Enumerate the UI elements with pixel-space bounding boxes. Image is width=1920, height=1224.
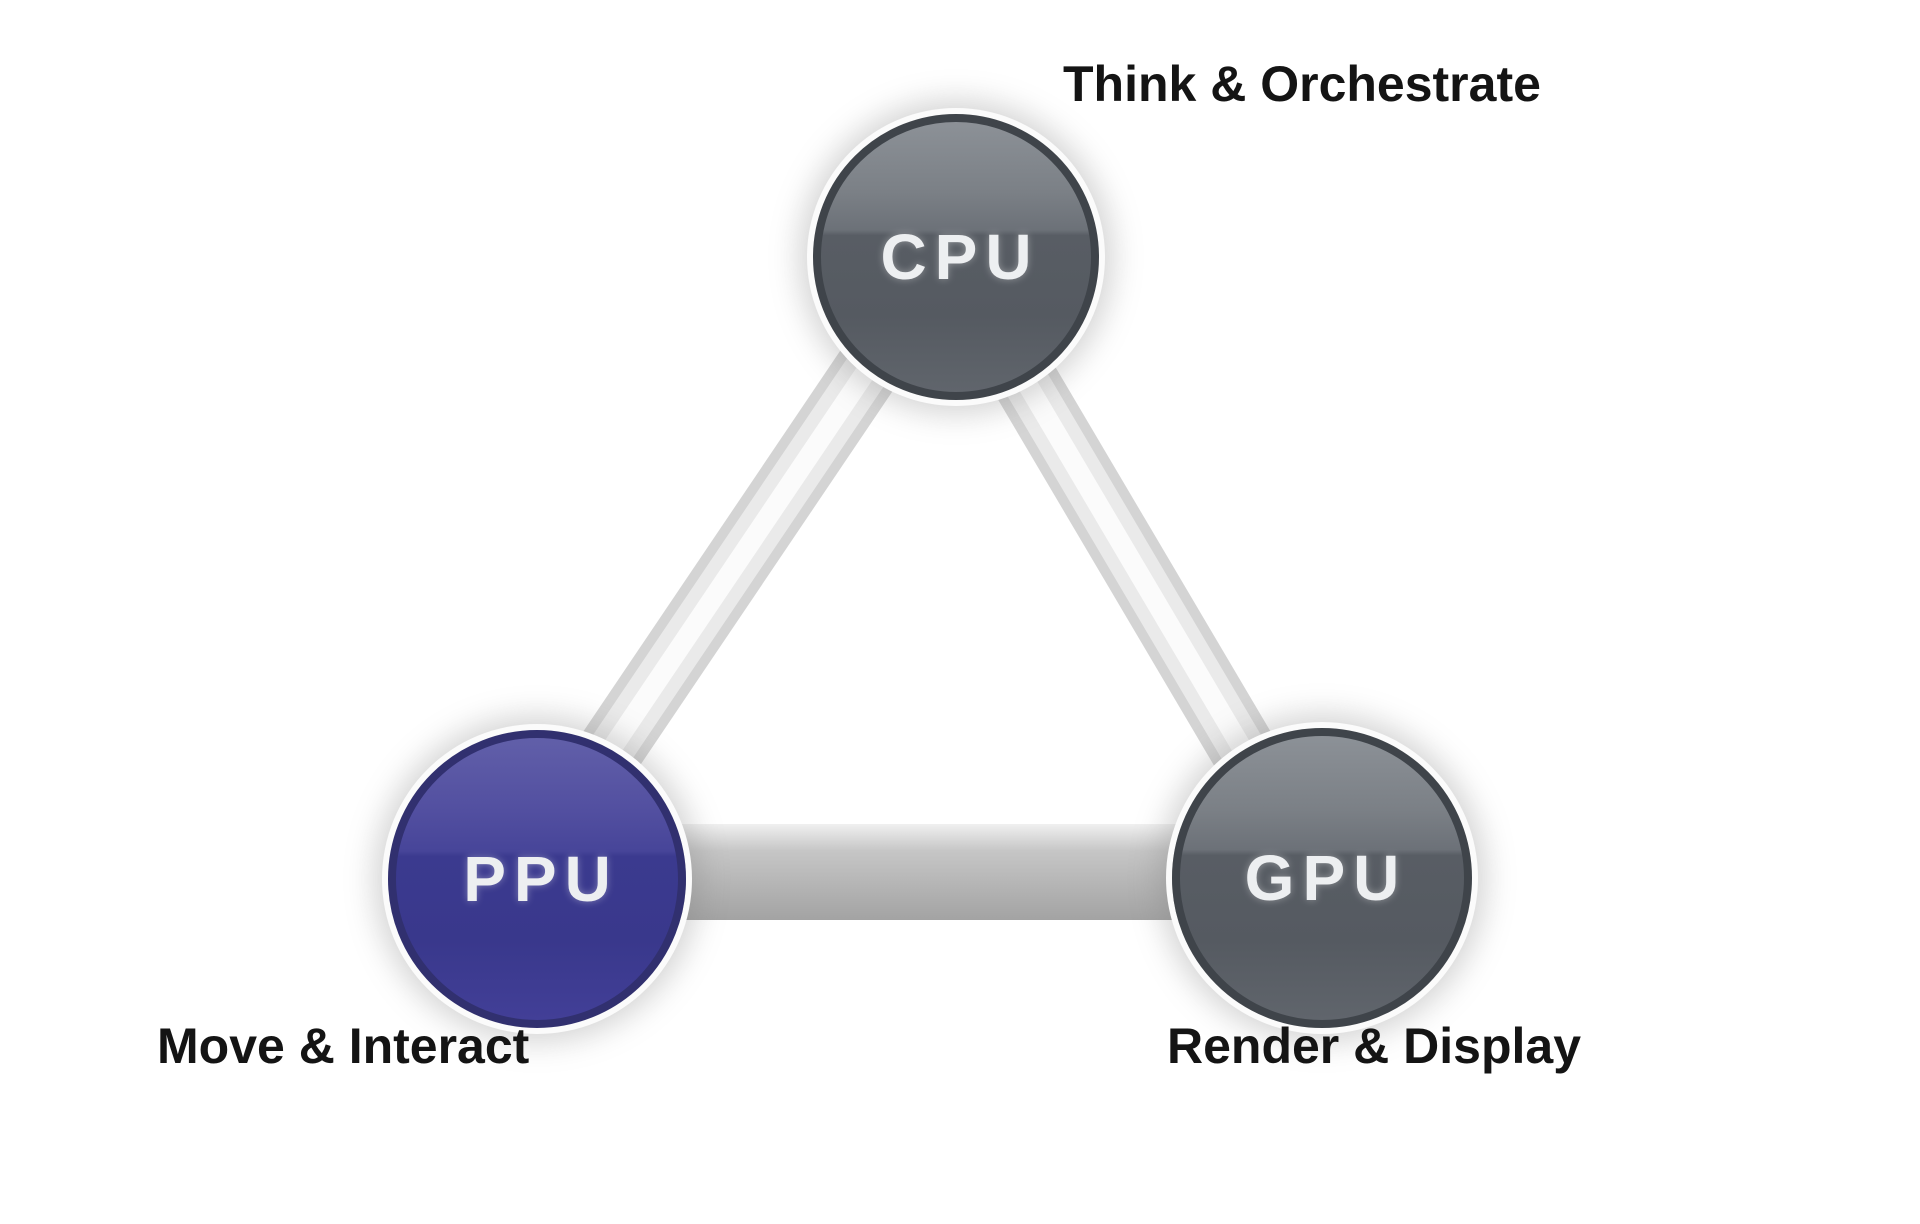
caption-ppu: Move & Interact xyxy=(157,1018,530,1074)
caption-cpu: Think & Orchestrate xyxy=(1063,56,1541,112)
node-gpu-label: GPU xyxy=(1244,842,1408,914)
node-ppu-label: PPU xyxy=(463,843,619,915)
caption-gpu: Render & Display xyxy=(1167,1018,1582,1074)
node-gpu: GPU xyxy=(1172,728,1472,1028)
node-ppu: PPU xyxy=(388,730,686,1028)
node-cpu-label: CPU xyxy=(880,221,1040,293)
node-cpu: CPU xyxy=(813,114,1099,400)
